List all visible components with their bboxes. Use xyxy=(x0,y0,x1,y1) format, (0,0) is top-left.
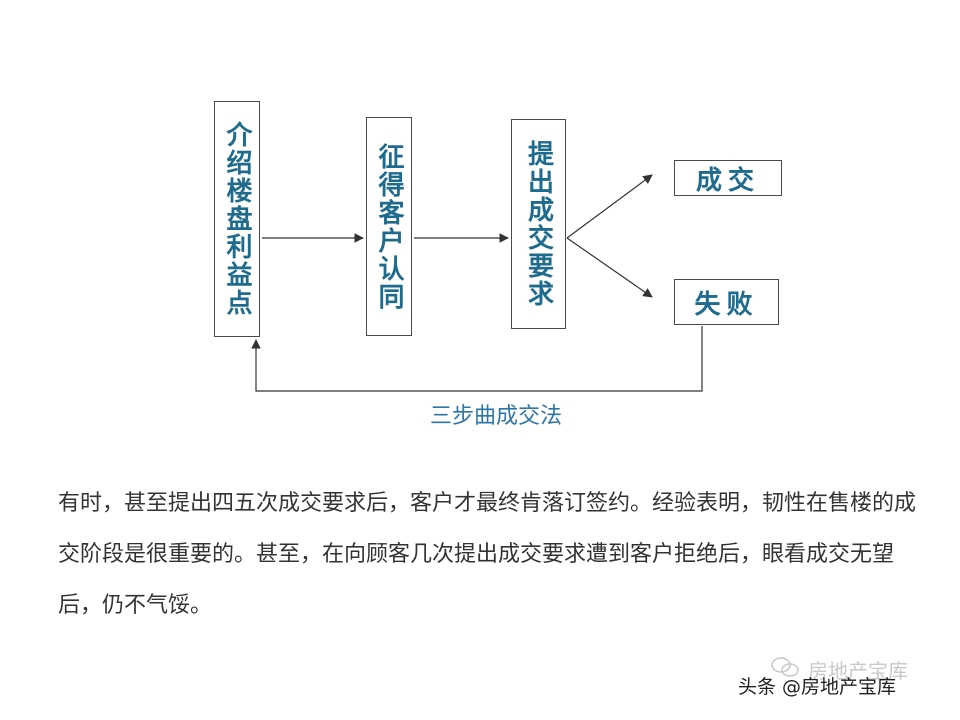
watermark-ghost-text: 房地产宝库 xyxy=(808,659,908,683)
loop-label: 三步曲成交法 xyxy=(429,404,562,429)
outcome-box-fail-label: 失败 xyxy=(694,289,759,320)
step-box-make-request: 提出成交要求 xyxy=(511,119,566,329)
step-box-introduce-benefits-label: 介绍楼盘利益点 xyxy=(222,121,252,317)
step-box-introduce-benefits: 介绍楼盘利益点 xyxy=(214,101,260,337)
body-paragraph: 有时，甚至提出四五次成交要求后，客户才最终肯落订签约。经验表明，韧性在售楼的成交… xyxy=(58,491,917,618)
outcome-box-success-label: 成交 xyxy=(695,165,760,196)
wechat-icon xyxy=(771,657,799,677)
outcome-box-fail: 失败 xyxy=(674,279,779,325)
arrow-request-to-success xyxy=(566,174,653,239)
step-box-get-consent: 征得客户认同 xyxy=(366,117,412,336)
step-box-get-consent-label: 征得客户认同 xyxy=(374,142,404,311)
watermark-text: 头条 @房地产宝库 xyxy=(738,676,897,698)
arrow-request-to-fail xyxy=(566,237,653,298)
outcome-box-success: 成交 xyxy=(674,160,782,196)
loop-back-arrow xyxy=(251,326,703,392)
step-box-make-request-label: 提出成交要求 xyxy=(523,140,554,308)
